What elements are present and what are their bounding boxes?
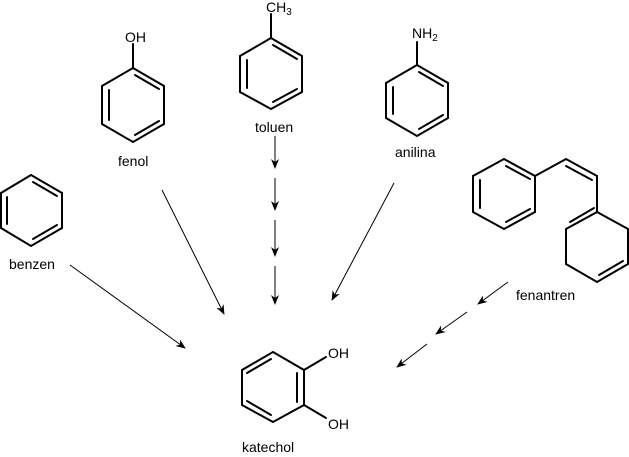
- molecule-benzen: benzen: [0, 174, 63, 272]
- label-fenol: fenol: [118, 153, 148, 169]
- arrow-anilina-katechol: [331, 182, 395, 301]
- molecule-fenol: OH fenol: [101, 29, 165, 169]
- molecule-anilina: NH2 anilina: [385, 25, 449, 160]
- oh-bond-bottom: [303, 404, 327, 419]
- arrows: [69, 136, 509, 368]
- arrow-fenantren-step-2: [435, 311, 468, 335]
- ring-a: [472, 158, 536, 231]
- label-katechol: katechol: [242, 439, 294, 455]
- molecule-toluen: CH3 toluen: [239, 0, 303, 135]
- nh2-group: NH2: [412, 25, 438, 44]
- benzene-ring: [101, 67, 165, 144]
- label-anilina: anilina: [395, 144, 436, 160]
- benzene-ring: [0, 174, 63, 248]
- arrow-benzen-katechol: [69, 264, 186, 349]
- oh-group-top: OH: [328, 345, 349, 361]
- arrow-fenantren-step-1: [477, 281, 509, 305]
- ring-b: [534, 157, 598, 230]
- benzene-ring: [241, 351, 305, 424]
- benzene-ring: [385, 64, 449, 138]
- arrow-fenantren-step-3: [396, 343, 428, 368]
- label-benzen: benzen: [9, 256, 55, 272]
- arrow-fenol-katechol: [161, 189, 225, 315]
- ch3-group: CH3: [266, 0, 292, 18]
- molecule-fenantren: fenantren: [472, 157, 629, 303]
- molecule-katechol: OH OH katechol: [241, 345, 349, 455]
- label-toluen: toluen: [255, 119, 293, 135]
- ring-c: [565, 211, 629, 284]
- benzene-ring: [239, 37, 303, 111]
- oh-group: OH: [125, 29, 146, 45]
- oh-group-bottom: OH: [328, 416, 349, 432]
- label-fenantren: fenantren: [516, 287, 575, 303]
- oh-bond-top: [303, 356, 327, 371]
